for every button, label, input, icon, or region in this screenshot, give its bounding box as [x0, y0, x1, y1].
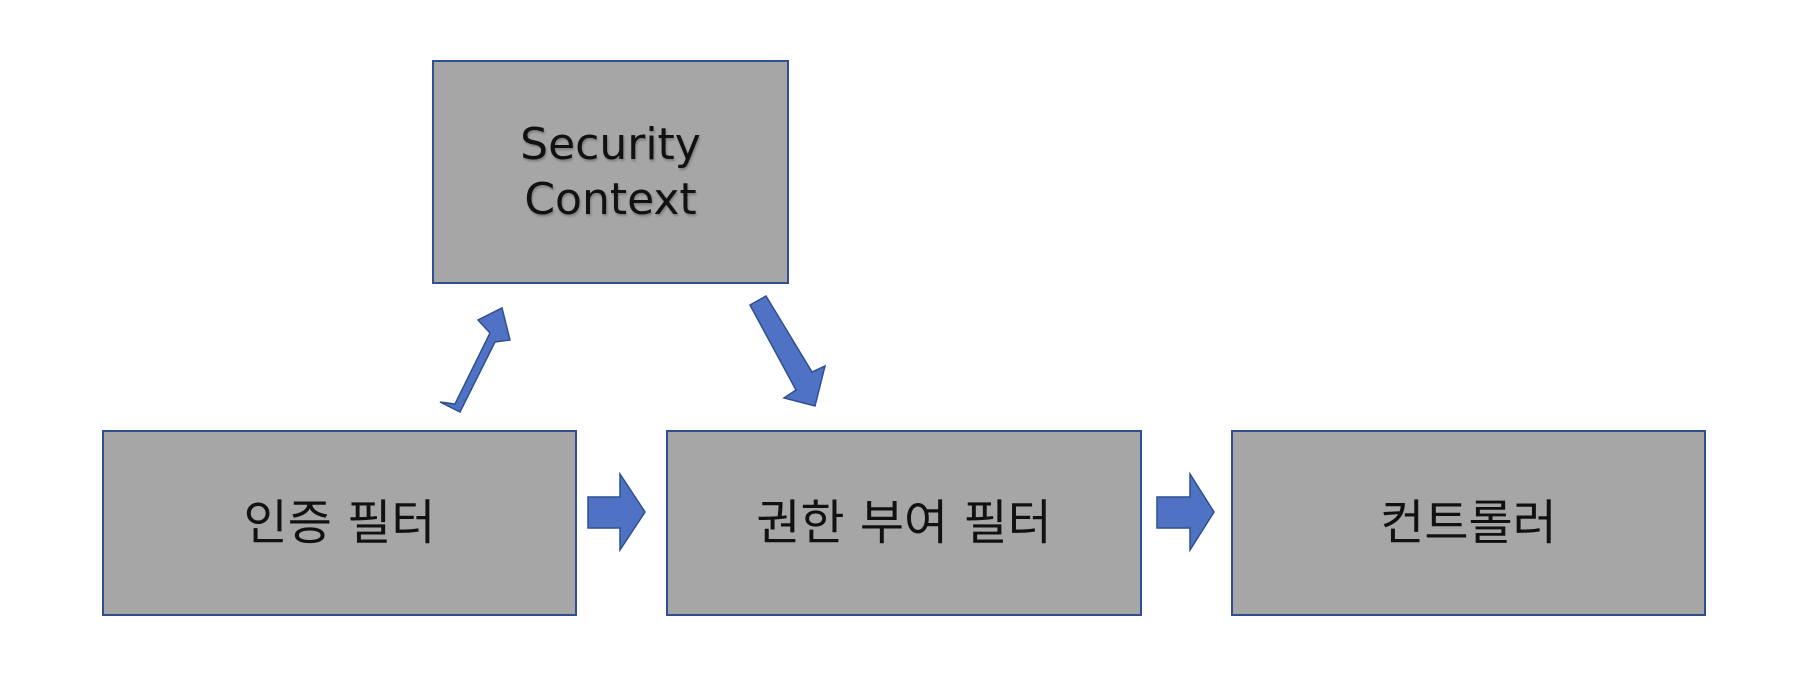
authorization-filter-box: 권한 부여 필터 [666, 430, 1142, 616]
security-context-label: Security Context [520, 119, 701, 225]
arrow-context-to-authz [748, 294, 827, 407]
controller-label: 컨트롤러 [1380, 495, 1557, 551]
authorization-filter-label: 권한 부여 필터 [756, 495, 1052, 551]
arrow-auth-to-context [439, 306, 511, 414]
authentication-filter-label: 인증 필터 [243, 495, 436, 551]
controller-box: 컨트롤러 [1231, 430, 1706, 616]
security-context-box: Security Context [432, 60, 789, 284]
authentication-filter-box: 인증 필터 [102, 430, 577, 616]
arrow-authz-to-controller [1156, 471, 1215, 553]
arrow-auth-to-authz [587, 471, 646, 553]
